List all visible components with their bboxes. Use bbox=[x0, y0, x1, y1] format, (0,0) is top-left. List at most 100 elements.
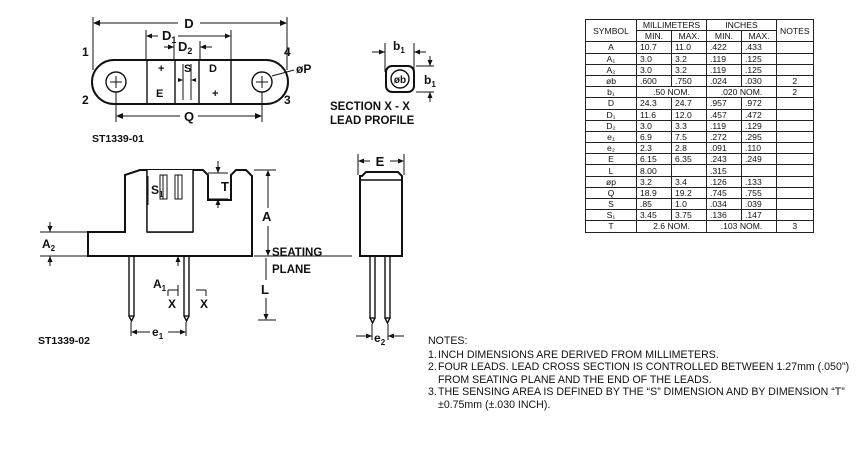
top-mark-plus-1: + bbox=[158, 63, 164, 75]
notes-block: NOTES: 1. INCH DIMENSIONS ARE DERIVED FR… bbox=[428, 335, 858, 412]
cell-note bbox=[776, 197, 814, 211]
cell-in-min: .272 bbox=[706, 130, 742, 144]
cell-note bbox=[776, 52, 814, 65]
cell-note bbox=[776, 164, 814, 177]
cell-note bbox=[776, 130, 814, 144]
section-mark-x-right: X bbox=[200, 297, 208, 311]
cell-mm-max: 3.3 bbox=[671, 119, 707, 132]
section-subtitle: LEAD PROFILE bbox=[330, 115, 415, 127]
cell-mm-max: 7.5 bbox=[671, 130, 707, 144]
cell-in-min: .422 bbox=[706, 41, 742, 54]
cell-note bbox=[776, 63, 814, 76]
dim-a1-label: A1 bbox=[153, 277, 167, 293]
cell-in-max: .129 bbox=[741, 119, 777, 132]
cell-note bbox=[776, 186, 814, 200]
dim-q-label: Q bbox=[184, 109, 194, 124]
cell-symbol: S bbox=[585, 197, 637, 211]
cell-mm-min: 24.3 bbox=[636, 97, 672, 110]
cell-note bbox=[776, 209, 814, 222]
pin-2-label: 2 bbox=[82, 93, 89, 107]
cell-mm-max: 24.7 bbox=[671, 97, 707, 110]
cell-symbol: L bbox=[585, 164, 637, 177]
top-view: D D1 D2 + E S D bbox=[82, 16, 311, 145]
cell-mm-max: 3.2 bbox=[671, 52, 707, 65]
cell-in-min: .745 bbox=[706, 186, 742, 200]
end-view: E e2 bbox=[356, 154, 405, 347]
cell-in-max: .295 bbox=[741, 130, 777, 144]
cell-in-nom: .103 NOM. bbox=[706, 220, 777, 233]
cell-in-max: .472 bbox=[741, 108, 777, 121]
cell-in-max: .755 bbox=[741, 186, 777, 200]
cell-mm-max: 12.0 bbox=[671, 108, 707, 121]
note-number: 2. bbox=[428, 361, 437, 374]
cell-mm-max: 3.4 bbox=[671, 175, 707, 188]
cell-mm-max: 1.0 bbox=[671, 197, 707, 211]
note-number: 1. bbox=[428, 348, 437, 361]
cell-mm-max: 3.75 bbox=[671, 209, 707, 222]
cell-mm-max bbox=[671, 164, 707, 177]
cell-symbol: A bbox=[585, 41, 637, 54]
cell-symbol: A₁ bbox=[585, 52, 637, 65]
cell-mm-min: 11.6 bbox=[636, 108, 672, 121]
cell-in-min: .091 bbox=[706, 142, 742, 155]
cell-in-min: .034 bbox=[706, 197, 742, 211]
cell-mm-min: 6.9 bbox=[636, 130, 672, 144]
cell-symbol: e₁ bbox=[585, 130, 637, 144]
cell-symbol: D bbox=[585, 97, 637, 110]
cell-in-max: .125 bbox=[741, 63, 777, 76]
cell-in-min: .024 bbox=[706, 74, 742, 88]
section-title: SECTION X - X bbox=[330, 101, 410, 113]
cell-note bbox=[776, 142, 814, 155]
dim-l-label: L bbox=[261, 282, 269, 297]
dim-d-label: D bbox=[184, 16, 193, 31]
cell-mm-max: 6.35 bbox=[671, 153, 707, 166]
cell-in-min: .119 bbox=[706, 52, 742, 65]
cell-mm-min: 3.45 bbox=[636, 209, 672, 222]
cell-in-min: .243 bbox=[706, 153, 742, 166]
cell-in-max: .433 bbox=[741, 41, 777, 54]
cell-in-min: .126 bbox=[706, 175, 742, 188]
cell-in-max: .125 bbox=[741, 52, 777, 65]
table-header-row: SYMBOL MILLIMETERS INCHES NOTES bbox=[585, 18, 814, 43]
note-item: 1. INCH DIMENSIONS ARE DERIVED FROM MILL… bbox=[428, 349, 858, 362]
cell-symbol: øp bbox=[585, 175, 637, 188]
dim-d1-label: D1 bbox=[162, 28, 176, 45]
note-text: FOUR LEADS. LEAD CROSS SECTION IS CONTRO… bbox=[438, 361, 850, 386]
cell-note bbox=[776, 108, 814, 121]
cell-in-min: .136 bbox=[706, 209, 742, 222]
pin-3-label: 3 bbox=[284, 93, 291, 107]
top-mark-plus-2: + bbox=[212, 88, 218, 100]
header-inches: INCHES bbox=[706, 18, 777, 32]
note-item: 2. FOUR LEADS. LEAD CROSS SECTION IS CON… bbox=[428, 361, 858, 386]
pin-1-label: 1 bbox=[82, 45, 89, 59]
section-phi-b: øb bbox=[394, 75, 406, 86]
cell-note: 2 bbox=[776, 74, 814, 88]
dim-e2-label: e2 bbox=[374, 331, 386, 347]
cell-mm-min: .85 bbox=[636, 197, 672, 211]
cell-mm-min: 2.3 bbox=[636, 142, 672, 155]
note-text: THE SENSING AREA IS DEFINED BY THE “S” D… bbox=[438, 386, 845, 411]
note-item: 3. THE SENSING AREA IS DEFINED BY THE “S… bbox=[428, 386, 858, 411]
cell-symbol: D₁ bbox=[585, 108, 637, 121]
cell-mm-min: .600 bbox=[636, 74, 672, 88]
cell-mm-min: 18.9 bbox=[636, 186, 672, 200]
note-text: INCH DIMENSIONS ARE DERIVED FROM MILLIME… bbox=[438, 348, 719, 361]
cell-note: 2 bbox=[776, 86, 814, 99]
section-dim-b1-top: b1 bbox=[393, 39, 405, 55]
table-row: b₁.50 NOM..020 NOM.2 bbox=[585, 86, 814, 99]
top-mark-e: E bbox=[156, 88, 163, 100]
cell-symbol: b₁ bbox=[585, 86, 637, 99]
cell-mm-min: 3.2 bbox=[636, 175, 672, 188]
cell-note bbox=[776, 41, 814, 54]
header-symbol: SYMBOL bbox=[585, 18, 637, 43]
cell-in-max: .110 bbox=[741, 142, 777, 155]
